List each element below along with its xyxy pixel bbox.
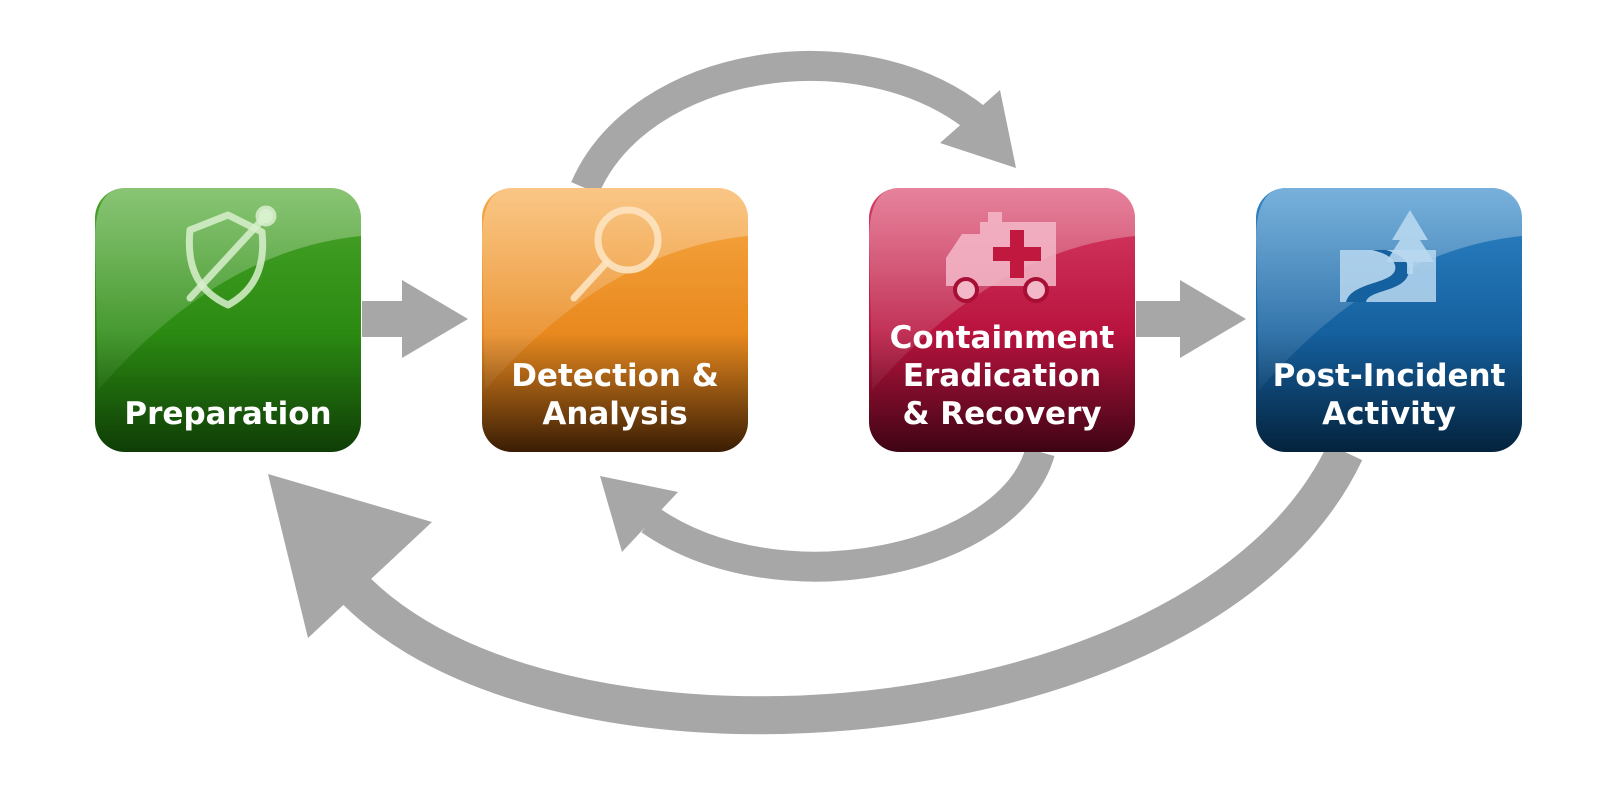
node-label-line: & Recovery <box>902 396 1101 432</box>
shield-pen-icon <box>185 205 277 309</box>
edge-preparation-to-detection <box>362 280 468 358</box>
node-label-preparation: Preparation <box>124 396 331 432</box>
node-label-line: Activity <box>1322 396 1456 432</box>
edge-detection-to-containment <box>571 50 1016 195</box>
edge-post-incident-to-preparation <box>268 443 1363 735</box>
node-preparation: Preparation <box>95 188 361 452</box>
road-tree-icon <box>1340 210 1436 302</box>
magnifier-icon <box>570 206 662 302</box>
node-label-detection-analysis: Detection &Analysis <box>511 358 719 432</box>
edge-containment-to-post-incident <box>1136 280 1246 358</box>
node-label-line: Analysis <box>542 396 687 432</box>
node-label-line: Eradication <box>903 358 1101 394</box>
node-label-line: Preparation <box>124 396 331 432</box>
node-label-line: Detection & <box>511 358 719 394</box>
ambulance-icon <box>946 212 1056 303</box>
node-label-line: Containment <box>890 320 1115 356</box>
edge-containment-to-detection <box>600 447 1055 582</box>
node-label-line: Post-Incident <box>1273 358 1506 394</box>
node-detection-analysis: Detection &Analysis <box>482 188 748 452</box>
